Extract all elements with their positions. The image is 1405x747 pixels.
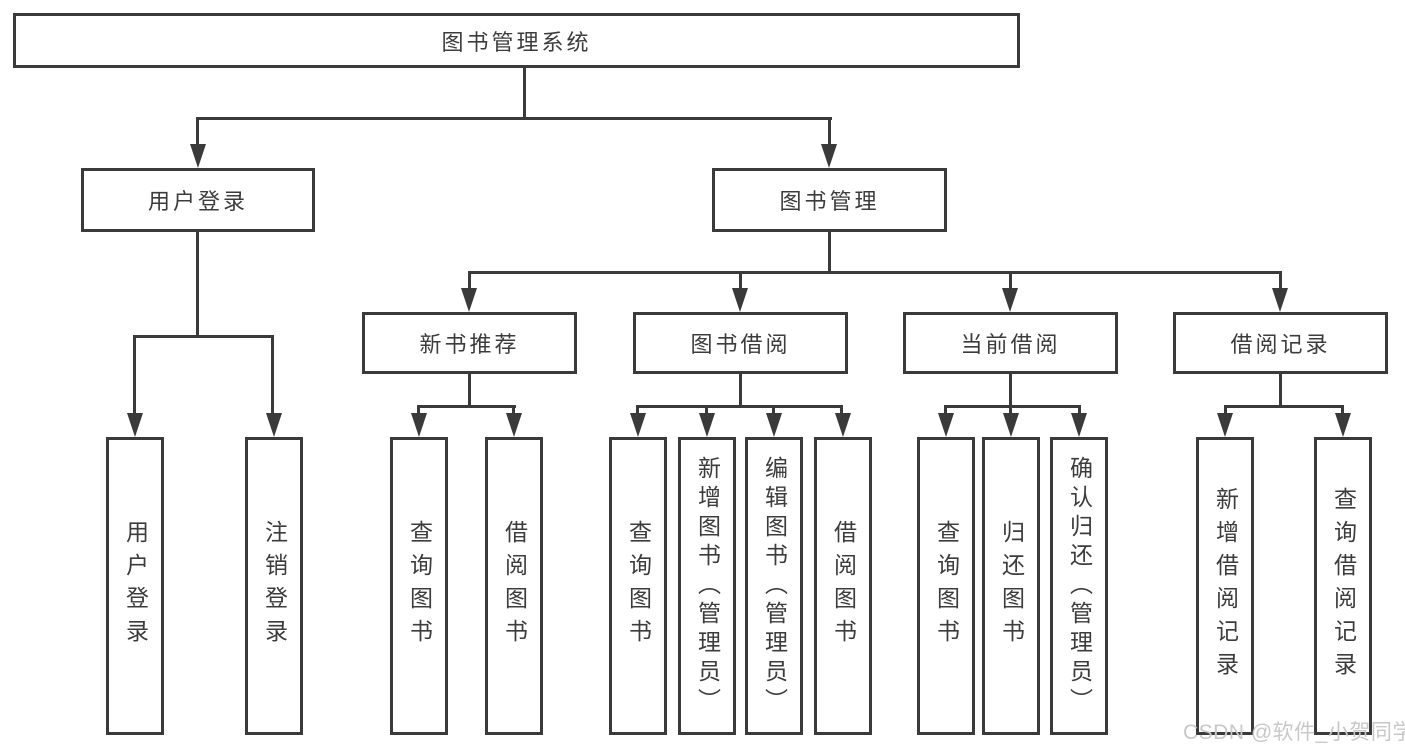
connector-line bbox=[523, 68, 526, 120]
connector-line bbox=[271, 335, 274, 415]
node-current-borrow: 当前借阅 bbox=[903, 312, 1118, 374]
arrow-down-icon bbox=[266, 413, 282, 437]
leaf-query-books: 查询图书 bbox=[609, 437, 667, 735]
leaf-label: 归还图书 bbox=[998, 520, 1025, 652]
watermark: CSDN @软件_小贺同学 bbox=[1183, 721, 1405, 744]
connector-line bbox=[417, 405, 420, 415]
connector-line bbox=[196, 117, 832, 120]
leaf-borrow-books: 借阅图书 bbox=[814, 437, 872, 735]
arrow-down-icon bbox=[190, 144, 206, 168]
leaf-add-borrow-record: 新增借阅记录 bbox=[1196, 437, 1254, 735]
connector-line bbox=[196, 117, 199, 146]
connector-line bbox=[1009, 271, 1012, 291]
leaf-label: 新增图书（管理员） bbox=[694, 455, 721, 717]
node-new-book-recommend: 新书推荐 bbox=[362, 312, 577, 374]
leaf-label: 查询借阅记录 bbox=[1330, 487, 1357, 685]
connector-line bbox=[133, 335, 274, 338]
connector-line bbox=[468, 271, 1282, 274]
node-user-login: 用户登录 bbox=[81, 168, 315, 232]
arrow-down-icon bbox=[630, 413, 646, 437]
node-book-management: 图书管理 bbox=[712, 168, 947, 232]
arrow-down-icon bbox=[766, 413, 782, 437]
connector-line bbox=[1009, 374, 1012, 407]
leaf-logout-login: 注销登录 bbox=[245, 437, 303, 735]
connector-line bbox=[1224, 405, 1227, 415]
connector-line bbox=[1279, 374, 1282, 407]
connector-line bbox=[1279, 271, 1282, 291]
leaf-label: 用户登录 bbox=[122, 520, 149, 652]
arrow-down-icon bbox=[1272, 288, 1288, 312]
arrow-down-icon bbox=[1071, 413, 1087, 437]
connector-line bbox=[828, 117, 831, 146]
connector-line bbox=[636, 405, 639, 415]
connector-line bbox=[1341, 405, 1344, 415]
leaf-label: 借阅图书 bbox=[830, 520, 857, 652]
arrow-down-icon bbox=[1002, 288, 1018, 312]
leaf-add-book-admin: 新增图书（管理员） bbox=[678, 437, 736, 735]
connector-line bbox=[1224, 405, 1344, 408]
leaf-user-login: 用户登录 bbox=[106, 437, 164, 735]
connector-line bbox=[739, 374, 742, 407]
arrow-down-icon bbox=[127, 413, 143, 437]
arrow-down-icon bbox=[1217, 413, 1233, 437]
connector-line bbox=[944, 405, 947, 415]
arrow-down-icon bbox=[732, 288, 748, 312]
leaf-label: 查询图书 bbox=[933, 520, 960, 652]
connector-line bbox=[944, 405, 1081, 408]
leaf-label: 编辑图书（管理员） bbox=[761, 455, 788, 717]
leaf-label: 确认归还（管理员） bbox=[1066, 455, 1093, 717]
arrow-down-icon bbox=[1335, 413, 1351, 437]
connector-line bbox=[468, 374, 471, 407]
leaf-query-borrow-record: 查询借阅记录 bbox=[1314, 437, 1372, 735]
connector-line bbox=[705, 405, 708, 415]
connector-line bbox=[828, 232, 831, 273]
leaf-label: 新增借阅记录 bbox=[1212, 487, 1239, 685]
arrow-down-icon bbox=[411, 413, 427, 437]
leaf-edit-book-admin: 编辑图书（管理员） bbox=[745, 437, 803, 735]
connector-line bbox=[636, 405, 843, 408]
connector-line bbox=[1009, 405, 1012, 415]
leaf-return-book: 归还图书 bbox=[982, 437, 1040, 735]
leaf-label: 注销登录 bbox=[261, 520, 288, 652]
arrow-down-icon bbox=[461, 288, 477, 312]
connector-line bbox=[418, 405, 516, 408]
connector-line bbox=[512, 405, 515, 415]
leaf-label: 借阅图书 bbox=[501, 520, 528, 652]
connector-line bbox=[772, 405, 775, 415]
leaf-borrow-books: 借阅图书 bbox=[485, 437, 543, 735]
connector-line bbox=[739, 271, 742, 291]
leaf-query-books: 查询图书 bbox=[390, 437, 448, 735]
leaf-label: 查询图书 bbox=[625, 520, 652, 652]
arrow-down-icon bbox=[506, 413, 522, 437]
connector-line bbox=[468, 271, 471, 291]
node-borrow-record: 借阅记录 bbox=[1173, 312, 1388, 374]
leaf-query-books: 查询图书 bbox=[917, 437, 975, 735]
connector-line bbox=[196, 232, 199, 337]
connector-line bbox=[840, 405, 843, 415]
connector-line bbox=[1078, 405, 1081, 415]
arrow-down-icon bbox=[835, 413, 851, 437]
arrow-down-icon bbox=[699, 413, 715, 437]
leaf-label: 查询图书 bbox=[406, 520, 433, 652]
arrow-down-icon bbox=[1003, 413, 1019, 437]
leaf-confirm-return-admin: 确认归还（管理员） bbox=[1050, 437, 1108, 735]
node-book-borrow: 图书借阅 bbox=[633, 312, 848, 374]
connector-line bbox=[133, 335, 136, 415]
node-library-system: 图书管理系统 bbox=[13, 13, 1020, 68]
arrow-down-icon bbox=[821, 144, 837, 168]
arrow-down-icon bbox=[938, 413, 954, 437]
